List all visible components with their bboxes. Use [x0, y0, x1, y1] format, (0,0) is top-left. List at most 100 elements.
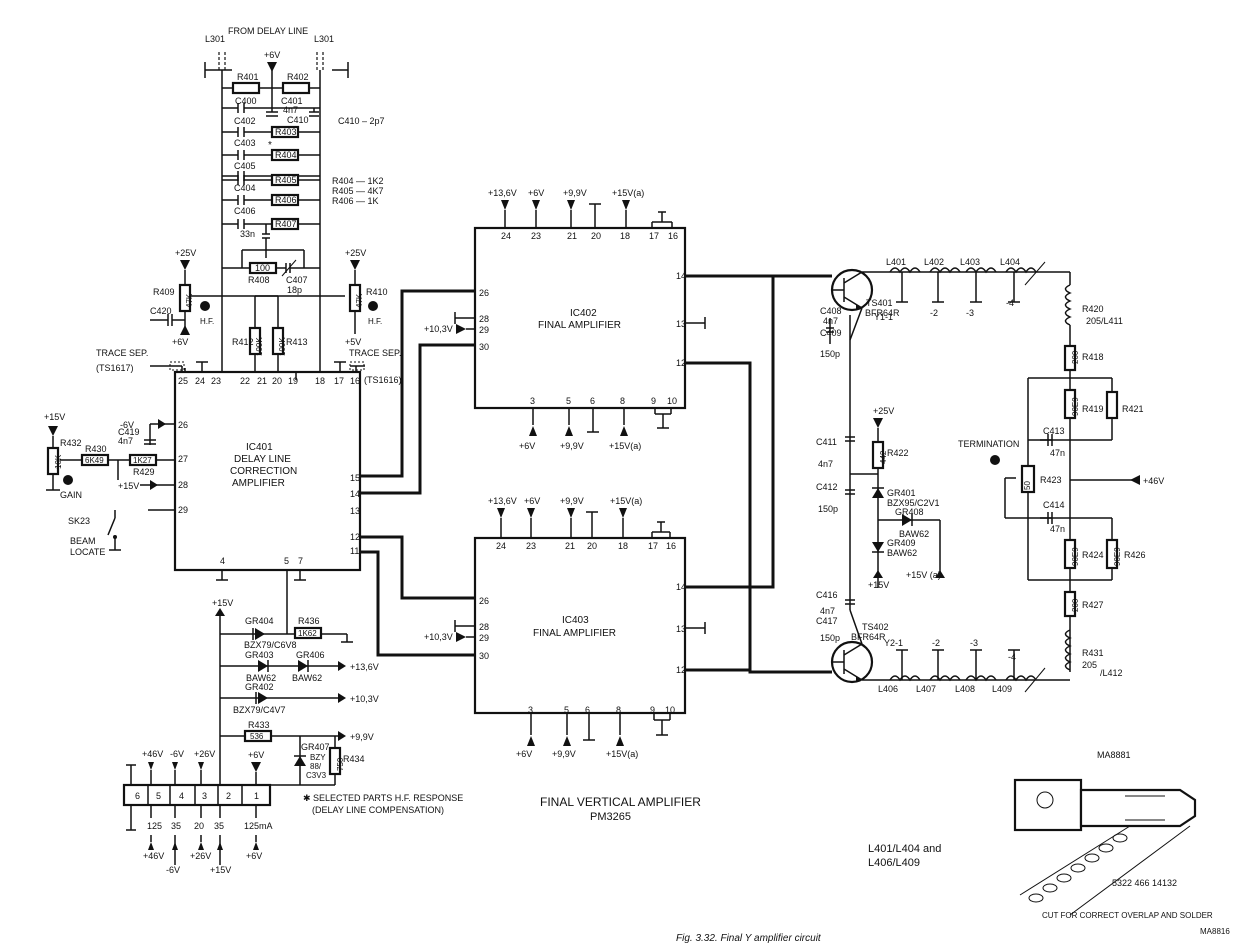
label-y2-1: Y2-1 [884, 638, 903, 648]
note-delay-line-comp: (DELAY LINE COMPENSATION) [312, 805, 444, 815]
label-90e9-a: 90E9 [1071, 397, 1080, 416]
svg-text:5: 5 [156, 791, 161, 801]
label-bzx79-c4v7: BZX79/C4V7 [233, 705, 286, 715]
svg-text:24: 24 [496, 541, 506, 551]
svg-text:17: 17 [648, 541, 658, 551]
svg-text:+26V: +26V [190, 851, 211, 861]
label-termination: TERMINATION [958, 439, 1019, 449]
svg-text:+6V: +6V [524, 496, 540, 506]
signal-interconnects [360, 274, 832, 674]
svg-text:28: 28 [479, 622, 489, 632]
label-gr408: GR408 [895, 507, 924, 517]
label-ma8881: MA8881 [1097, 750, 1131, 760]
svg-text:+6V: +6V [519, 441, 535, 451]
ic403-block: IC403 FINAL AMPLIFIER +13,6V +6V +9,9V +… [424, 496, 706, 759]
adjust-hf-right-icon [368, 301, 378, 311]
label-33n: 33n [240, 229, 255, 239]
label-gr409: GR409 [887, 538, 916, 548]
label-y1-3: -3 [966, 308, 974, 318]
label-ma8816: MA8816 [1200, 927, 1230, 936]
svg-text:20: 20 [194, 821, 204, 831]
label-r430: R430 [85, 444, 107, 454]
svg-text:+46V: +46V [142, 749, 163, 759]
label-minus6v-c419: -6V [120, 420, 134, 430]
label-1k27: 1K27 [133, 456, 152, 465]
label-selected-asterisk: * [268, 140, 272, 151]
diode-gr403 [258, 660, 268, 672]
label-442: 442 [879, 450, 888, 464]
label-bfr64r-b: BFR64R [851, 632, 886, 642]
svg-text:18: 18 [618, 541, 628, 551]
label-ts1617: (TS1617) [96, 363, 134, 373]
svg-text:4: 4 [220, 556, 225, 566]
label-l408: L408 [955, 684, 975, 694]
svg-text:125: 125 [147, 821, 162, 831]
inductor-l411 [1064, 284, 1072, 326]
svg-text:3: 3 [202, 791, 207, 801]
svg-text:+15V(a): +15V(a) [606, 749, 638, 759]
svg-text:2: 2 [226, 791, 231, 801]
output-stage: TS401 BFR64R TS402 BFR64R C408 4n7 C409 … [816, 257, 1070, 694]
label-88: 88/ [310, 762, 322, 771]
label-gr403: GR403 [245, 650, 274, 660]
label-536: 536 [250, 732, 264, 741]
svg-text:12: 12 [676, 358, 686, 368]
svg-text:3: 3 [528, 705, 533, 715]
label-r405: R405 [275, 175, 297, 185]
label-150p-a: 150p [820, 349, 840, 359]
label-y1-1: Y1-1 [874, 312, 893, 322]
ic403-function: FINAL AMPLIFIER [533, 628, 616, 639]
label-bzx79-c6v8: BZX79/C6V8 [244, 640, 297, 650]
svg-text:27: 27 [178, 454, 188, 464]
hf-trim-network: +25V 47K R409 C420 +6V H.F. +25V 47K R41… [150, 248, 388, 347]
svg-text:6: 6 [585, 705, 590, 715]
label-c420: C420 [150, 306, 172, 316]
svg-text:15: 15 [350, 473, 360, 483]
svg-text:29: 29 [178, 505, 188, 515]
gain-input-network: +15V 10K R432 R430 6K49 1K27 R429 GAIN S… [44, 412, 175, 557]
svg-text:13: 13 [350, 506, 360, 516]
capacitor-c406 [222, 219, 320, 229]
ic401-line3: AMPLIFIER [232, 478, 285, 489]
label-r407: R407 [275, 219, 297, 229]
label-15v-gr409: +15V [868, 580, 889, 590]
label-c411: C411 [816, 437, 837, 447]
capacitor-c402 [222, 127, 320, 137]
ic403-body [473, 536, 687, 715]
svg-text:13: 13 [676, 319, 686, 329]
label-6v-connector-top: +6V [248, 750, 264, 760]
capacitor-33n [262, 224, 270, 258]
capacitor-c404 [222, 195, 320, 205]
resistor-r404 [270, 148, 300, 162]
resistor-r419 [1063, 388, 1077, 420]
label-c410-value: C410 – 2p7 [338, 116, 385, 126]
svg-text:21: 21 [567, 231, 577, 241]
label-gr406: GR406 [296, 650, 325, 660]
svg-text:16: 16 [350, 376, 360, 386]
label-l406-l409: L406/L409 [868, 857, 920, 869]
adjust-hf-left-icon [200, 301, 210, 311]
label-r427: R427 [1082, 600, 1104, 610]
svg-text:-6V: -6V [166, 865, 180, 875]
connector-pins [147, 785, 243, 805]
label-baw62-gr409: BAW62 [887, 548, 917, 558]
svg-text:10: 10 [667, 396, 677, 406]
label-4n7-c416: 4n7 [820, 606, 835, 616]
svg-text:21: 21 [565, 541, 575, 551]
label-6v-r409: +6V [172, 337, 188, 347]
l301-grounds [204, 62, 349, 78]
svg-text:35: 35 [171, 821, 181, 831]
power-supply-section: +15V GR404 BZX79/C6V8 1K62 R436 GR403 GR… [122, 598, 379, 875]
svg-text:24: 24 [501, 231, 511, 241]
switch-sk23 [107, 510, 121, 551]
zener-gr407 [294, 756, 306, 766]
svg-text:+9,9V: +9,9V [560, 496, 584, 506]
svg-text:26: 26 [479, 596, 489, 606]
label-200-a: 200 [1071, 350, 1080, 364]
svg-text:+9,9V: +9,9V [552, 749, 576, 759]
svg-text:18: 18 [620, 231, 630, 241]
resistor-r406 [270, 193, 300, 207]
label-y1-4: -4 [1006, 298, 1014, 308]
label-sk23: SK23 [68, 516, 90, 526]
